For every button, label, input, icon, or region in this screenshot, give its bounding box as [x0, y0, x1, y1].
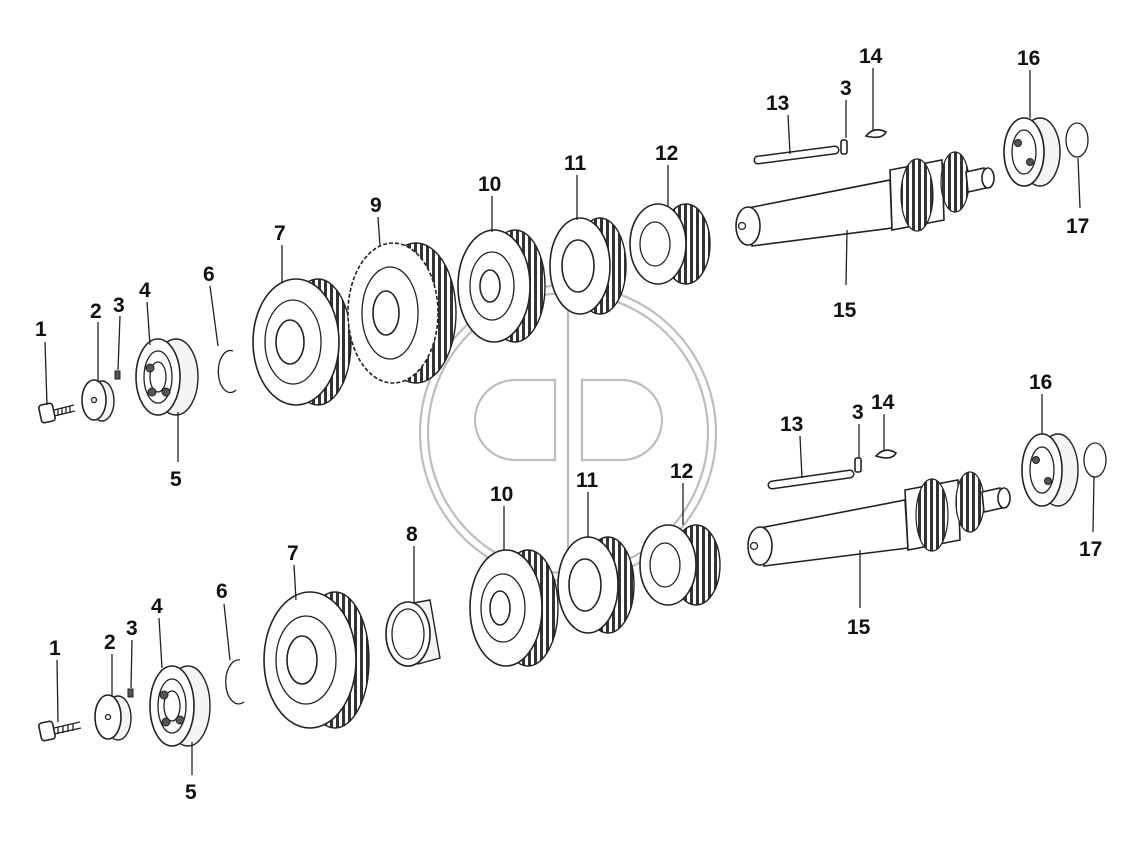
callout-label: 2 [104, 631, 116, 654]
part-shaft [747, 471, 1011, 567]
part-bearing [135, 338, 199, 416]
bottom-callout-labels: 1 2 3 4 5 6 7 8 10 11 12 13 3 14 15 16 1… [49, 371, 1102, 804]
callout-label: 6 [203, 263, 215, 286]
callout-label: 9 [370, 194, 382, 217]
part-pin [854, 457, 862, 473]
callout-label: 7 [274, 222, 286, 245]
callout-label: 14 [871, 391, 895, 414]
part-bearing [1003, 117, 1061, 187]
part-gear-crown [347, 242, 457, 384]
callout-label: 1 [35, 318, 47, 341]
callout-label: 3 [113, 294, 125, 317]
callout-label: 13 [780, 413, 803, 436]
part-gear [469, 549, 559, 667]
part-pin [840, 139, 848, 155]
callout-label: 17 [1079, 538, 1102, 561]
callout-label: 13 [766, 92, 789, 115]
part-bearing [149, 665, 211, 747]
leader-lines [44, 68, 1081, 462]
part-woodruff-key [864, 128, 888, 139]
callout-label: 17 [1066, 215, 1089, 238]
callout-label: 3 [126, 617, 138, 640]
callout-label: 8 [406, 523, 418, 546]
callout-label: 4 [139, 279, 151, 302]
callout-label: 3 [852, 401, 864, 424]
callout-label: 7 [287, 542, 299, 565]
part-pin [114, 370, 121, 380]
part-gear-large [252, 278, 352, 406]
part-bearing [1021, 433, 1079, 507]
part-gear [629, 203, 711, 285]
part-circlip [225, 659, 245, 705]
part-washer [81, 379, 115, 422]
part-woodruff-key [874, 449, 898, 459]
part-gear [457, 229, 546, 343]
callout-label: 16 [1029, 371, 1052, 394]
bottom-assembly [38, 394, 1107, 775]
part-snap-ring [1065, 122, 1089, 158]
callout-label: 10 [490, 483, 513, 506]
part-gear [557, 536, 635, 634]
part-bolt [38, 402, 76, 424]
callout-label: 14 [859, 45, 883, 68]
part-bolt [38, 720, 82, 742]
part-shaft [735, 151, 995, 247]
part-pin [127, 688, 134, 698]
callout-label: 12 [655, 142, 678, 165]
callout-label: 15 [833, 299, 857, 322]
callout-label: 16 [1017, 47, 1040, 70]
leader-lines [56, 394, 1095, 775]
callout-label: 11 [576, 469, 599, 492]
part-gear [549, 217, 627, 315]
callout-label: 12 [670, 460, 693, 483]
part-washer [94, 694, 132, 741]
callout-label: 11 [564, 152, 587, 175]
callout-label: 6 [216, 580, 228, 603]
callout-label: 2 [90, 300, 102, 323]
callout-label: 10 [478, 173, 501, 196]
part-gear-large [263, 591, 370, 729]
top-assembly [38, 68, 1089, 462]
callout-label: 1 [49, 637, 61, 660]
callout-label: 3 [840, 77, 852, 100]
callout-label: 5 [185, 781, 197, 804]
callout-label: 5 [170, 468, 182, 491]
part-gear [639, 524, 721, 606]
part-sleeve [385, 599, 441, 667]
top-callout-labels: 1 2 3 4 5 6 7 9 10 11 12 13 3 14 15 16 1… [35, 45, 1089, 491]
callout-label: 15 [847, 616, 871, 639]
part-circlip [217, 349, 237, 394]
part-snap-ring [1083, 442, 1107, 478]
callout-label: 4 [151, 595, 163, 618]
